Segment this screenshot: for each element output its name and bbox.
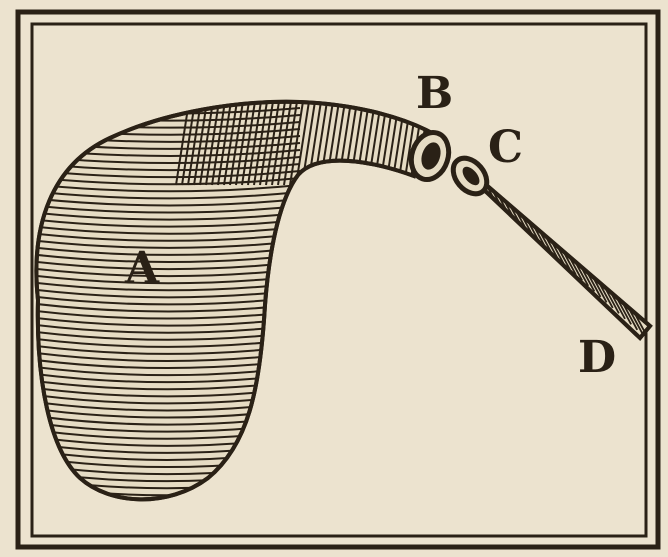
label-b: B <box>416 68 453 119</box>
label-a: A <box>124 243 160 294</box>
label-c: C <box>488 122 523 173</box>
label-d: D <box>578 332 616 383</box>
